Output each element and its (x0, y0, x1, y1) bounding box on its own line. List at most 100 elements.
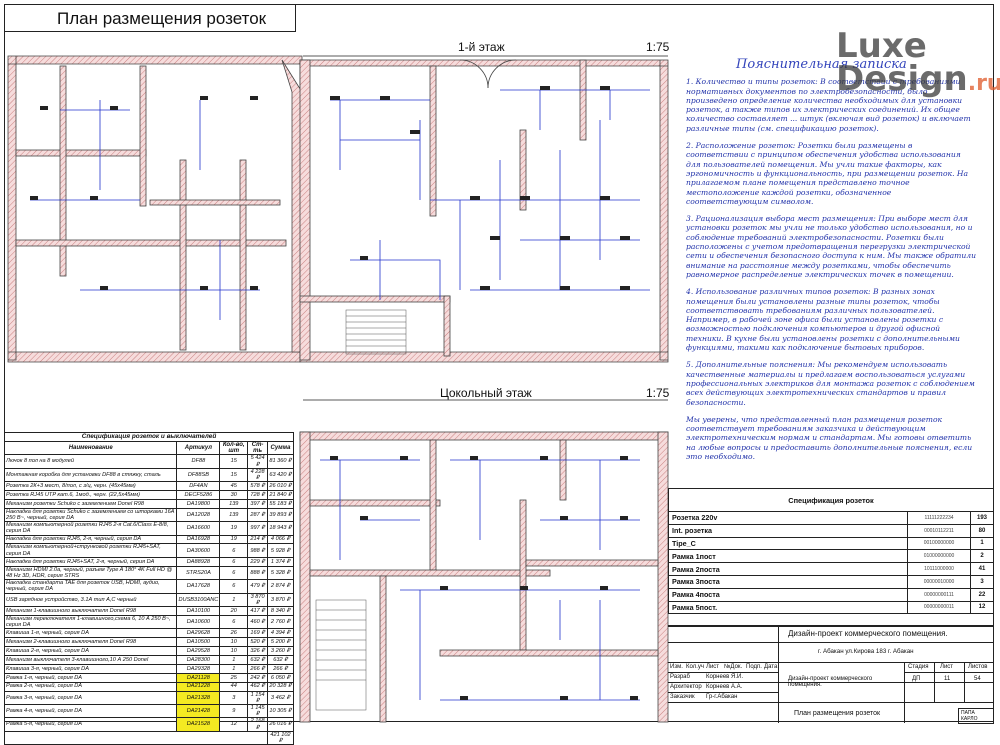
table-cell: 1 (219, 654, 249, 665)
table-cell: 578 ₽ (247, 481, 268, 491)
table-cell: 20 (219, 606, 249, 616)
table-cell: Механизм выключателя 3-клавишного,10 А 2… (3, 654, 178, 665)
table-cell: STRS20A (176, 565, 221, 581)
table-cell: 19 (219, 521, 249, 536)
notes-paragraph: 5. Дополнительные пояснения: Мы рекоменд… (686, 360, 975, 407)
table-cell: Розетка 220v (668, 511, 908, 525)
table-cell: 988 ₽ (247, 543, 268, 558)
table-cell: Рамка 3-я, черный, серия DA (3, 690, 178, 705)
table-cell: DA21128 (176, 672, 221, 683)
table-cell: 4 228 ₽ (247, 467, 268, 483)
table-cell: 80 (970, 523, 994, 538)
floor-plans (7, 55, 669, 723)
wiring-basement (320, 459, 640, 701)
table-row: Механизм 2-клавишного выключателя Donel … (3, 637, 295, 648)
table-row: Механизм выключателя 3-клавишного,10 А 2… (3, 654, 295, 665)
table-cell: 1 (219, 592, 249, 608)
notes-paragraph: 2. Расположение розеток: Розетки были ра… (686, 141, 969, 206)
table-cell: Рамка 2поста (668, 562, 908, 576)
table-cell: 5 328 ₽ (266, 565, 295, 581)
notes-paragraph: 1. Количество и типы розеток: В соответс… (686, 77, 971, 133)
table-cell: 6 (219, 543, 249, 558)
table-cell: 00000000011 (907, 600, 971, 615)
table-row: Механизм компьютерной розетки RJ45 2-я C… (3, 521, 295, 536)
table-cell: DA10100 (176, 606, 221, 616)
table-cell: 1 154 ₽ (247, 690, 268, 705)
spec-table: Спецификация розеток и выключателей Наим… (3, 432, 295, 745)
table-cell: Рамка 1-я, черный, серия DA (3, 672, 178, 683)
table-cell: Розетка 2К+3 мест, 8/пол, с з/ц, черн. (… (3, 481, 178, 491)
table-cell: 3 462 ₽ (266, 690, 295, 705)
table-row: Розетка RJ45 UTP кат.6, 1мод., черн. (22… (3, 490, 295, 500)
table-row: Монтажная коробка для установки DF88 в с… (3, 467, 295, 483)
table-cell: Накладка стандарта TAE для розеток USB, … (3, 579, 178, 594)
table-cell: 00000010000 (907, 574, 971, 589)
table-cell: 1 (970, 536, 994, 551)
table-cell: 4 394 ₽ (266, 628, 295, 639)
stairs (345, 309, 407, 355)
table-cell: 2 (970, 549, 994, 564)
table-cell: 15 (219, 467, 249, 483)
table-cell: 12 (219, 717, 249, 732)
table-cell: 39 893 ₽ (266, 507, 295, 523)
table-row: Механизм розетки Schuko с заземлением Do… (3, 498, 295, 509)
table-cell: 214 ₽ (247, 534, 268, 545)
table-cell: 00100000000 (907, 536, 971, 551)
wiring-first-floor (30, 89, 650, 320)
table-cell: Рамка 5пост. (668, 600, 908, 615)
table-cell: 15 (219, 454, 249, 469)
table-row: Накладка для розетки Schuko с заземление… (3, 507, 295, 523)
table-cell: DA21528 (176, 717, 221, 732)
table-cell: 26 (219, 628, 249, 639)
plan2-label: Цокольный этаж (440, 386, 532, 400)
table-cell: Рамка 2-я, черный, серия DA (3, 681, 178, 692)
table-row: Механизм компьютерной+струнковой розетки… (3, 543, 295, 558)
table-cell: 3 870 ₽ (247, 592, 268, 608)
table-cell: 1 145 ₽ (247, 703, 268, 719)
table-cell: 6 (219, 565, 249, 581)
table-cell: 287 ₽ (247, 507, 268, 523)
table-cell: 44 (219, 681, 249, 692)
table-cell: Клавиша 1-я, черный, серия DA (3, 628, 178, 639)
table-cell: Рамка 4поста (668, 587, 908, 602)
table-cell: Механизм 1-клавишного выключателя Donel … (3, 606, 178, 616)
table-cell: 997 ₽ (247, 521, 268, 536)
table-cell: 10 (219, 646, 249, 656)
explanatory-notes: Пояснительная записка 1. Количество и ти… (686, 58, 976, 469)
table-cell: 5 928 ₽ (266, 543, 295, 558)
sockets-basement (330, 456, 638, 700)
table-cell: 3 870 ₽ (266, 592, 295, 608)
table-cell: 139 (219, 507, 249, 523)
table-cell: 266 ₽ (247, 663, 268, 674)
basement-plan (299, 431, 669, 723)
table-cell: 139 (219, 498, 249, 509)
table-cell: 632 ₽ (247, 654, 268, 665)
page-title: План размещения розеток (4, 4, 296, 32)
table-cell: 6 (219, 614, 249, 630)
table-cell: 462 ₽ (247, 681, 268, 692)
table-row: Накладка для розетки RJ45+SAT, 2-я, черн… (3, 556, 295, 567)
stamp-desc: Дизайн-проект коммерческого помещения. (788, 676, 873, 688)
table-cell: 63 420 ₽ (266, 467, 295, 483)
table-cell: 417 ₽ (247, 606, 268, 616)
table-cell: 266 ₽ (266, 663, 295, 674)
sockets-first-floor (30, 86, 630, 290)
table-cell: DA29328 (176, 663, 221, 674)
table-cell: 5 424 ₽ (247, 454, 268, 469)
table-cell: 2 168 ₽ (247, 717, 268, 732)
project-address: г. Абакан ул.Кирова 183 г. Абакан (818, 648, 914, 655)
table-row: Розетка 2К+3 мест, 8/пол, с з/ц, черн. (… (3, 481, 295, 491)
table-cell: 41 (970, 562, 994, 576)
table-cell: 2 874 ₽ (266, 579, 295, 594)
table-cell: Механизм 2-клавишного выключателя Donel … (3, 637, 178, 648)
table-cell: 397 ₽ (247, 498, 268, 509)
table-cell: 30 (219, 490, 249, 500)
table-cell: 10111000000 (907, 562, 971, 576)
